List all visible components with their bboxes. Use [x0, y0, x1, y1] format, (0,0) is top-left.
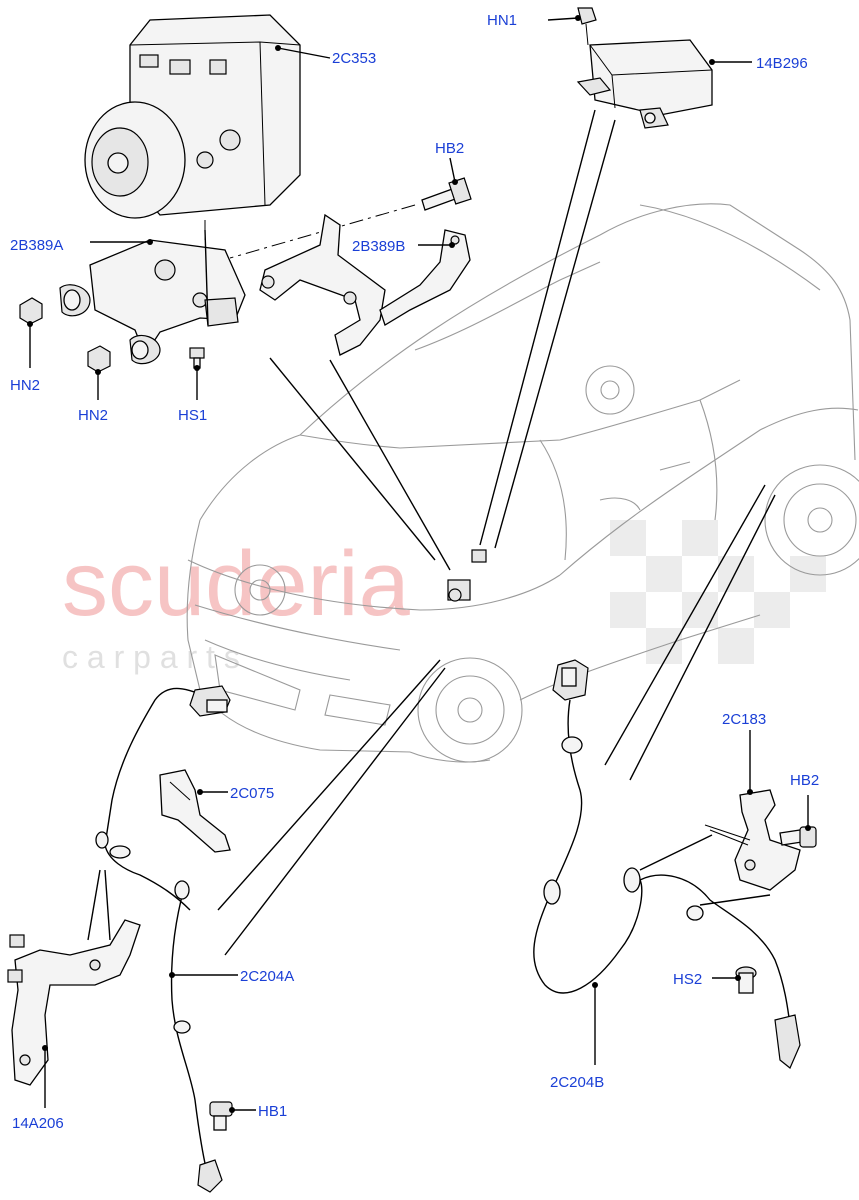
label-HB2-right: HB2 [790, 772, 819, 789]
vehicle-module-marks [447, 549, 487, 602]
label-2C204A: 2C204A [240, 968, 294, 985]
leader-lines [87, 109, 776, 956]
rear-sensor-harness-2C204B [533, 659, 801, 1069]
watermark: scuderia c a r p a r t s [62, 520, 826, 675]
clip-2C075 [159, 769, 231, 853]
bracket-2B389A [59, 229, 246, 365]
watermark-sub: c a r p a r t s [62, 639, 240, 675]
label-HN2-b: HN2 [78, 407, 108, 424]
fasteners-left [19, 297, 205, 400]
label-14A206: 14A206 [12, 1115, 64, 1132]
vehicle-outline [186, 203, 859, 763]
abs-modulator-2C353 [84, 14, 331, 219]
label-2C075: 2C075 [230, 785, 274, 802]
label-2B389A: 2B389A [10, 237, 63, 254]
label-HN2-a: HN2 [10, 377, 40, 394]
bracket-2B389B [259, 213, 471, 356]
label-2B389B: 2B389B [352, 238, 405, 255]
label-2C204B: 2C204B [550, 1074, 604, 1091]
label-14B296: 14B296 [756, 55, 808, 72]
module-14B296 [547, 7, 752, 129]
label-HB2-top: HB2 [435, 140, 464, 157]
label-2C183: 2C183 [722, 711, 766, 728]
watermark-main: scuderia [62, 533, 411, 635]
watermark-checker [610, 520, 826, 664]
bolt-HB2-right [779, 795, 817, 848]
bolt-HB2-top [229, 157, 472, 259]
label-HN1: HN1 [487, 12, 517, 29]
label-2C353: 2C353 [332, 50, 376, 67]
bracket-2C183 [639, 730, 801, 906]
label-HS2: HS2 [673, 971, 702, 988]
bolt-HB1 [209, 1101, 256, 1131]
screw-HS2 [712, 966, 757, 994]
bracket-14A206 [7, 919, 141, 1108]
label-HS1: HS1 [178, 407, 207, 424]
label-HB1: HB1 [258, 1103, 287, 1120]
front-sensor-harness-left [95, 685, 238, 1193]
